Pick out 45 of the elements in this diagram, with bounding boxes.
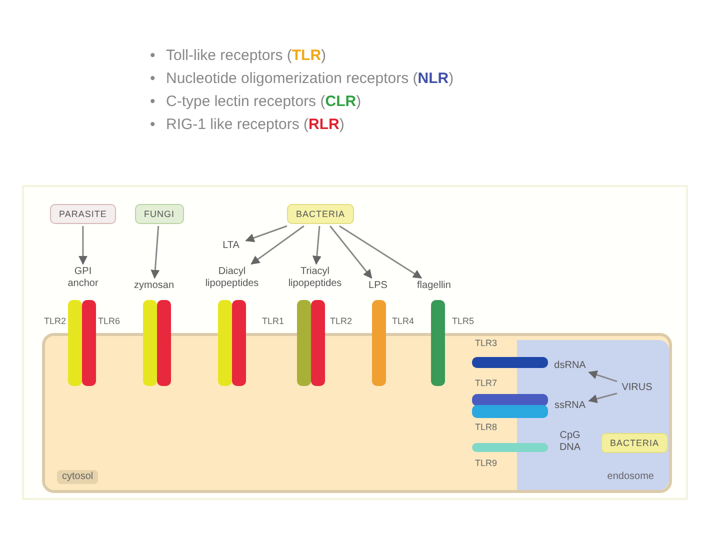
receptor-label: TLR8 bbox=[475, 422, 498, 432]
arrow bbox=[245, 225, 288, 242]
pathogen-box: BACTERIA bbox=[287, 204, 354, 224]
ligand-label: ssRNA bbox=[554, 400, 586, 412]
ligand-label: dsRNA bbox=[554, 360, 586, 372]
bullet-marker: • bbox=[150, 115, 156, 135]
ligand-label: CpG DNA bbox=[558, 430, 582, 454]
arrow bbox=[250, 225, 304, 265]
arrow bbox=[588, 392, 618, 404]
arrow bbox=[150, 226, 160, 279]
receptor-label: TLR5 bbox=[452, 316, 474, 326]
bullet-item: Toll-like receptors (TLR) bbox=[166, 46, 328, 66]
ligand-label: VIRUS bbox=[622, 382, 652, 394]
endosome-region bbox=[517, 340, 669, 490]
arrow bbox=[339, 225, 422, 279]
pathogen-box: PARASITE bbox=[50, 204, 116, 224]
bullet-item: C-type lectin receptors (CLR) bbox=[166, 92, 362, 112]
pathogen-box: FUNGI bbox=[135, 204, 184, 224]
ligand-label: LPS bbox=[368, 280, 388, 292]
receptor-label: TLR3 bbox=[475, 338, 498, 348]
bullet-marker: • bbox=[150, 46, 156, 66]
region-label: endosome bbox=[606, 470, 655, 484]
pathogen-box: BACTERIA bbox=[601, 433, 668, 453]
receptor-label: TLR4 bbox=[392, 316, 414, 326]
receptor-label: TLR6 bbox=[98, 316, 120, 326]
ligand-label: zymosan bbox=[134, 280, 174, 292]
receptor-label: TLR2 bbox=[330, 316, 352, 326]
receptor-label: TLR2 bbox=[44, 316, 66, 326]
ligand-label: LTA bbox=[222, 240, 240, 252]
receptor-label: TLR1 bbox=[262, 316, 284, 326]
arrow bbox=[78, 226, 88, 265]
receptor-label: TLR7 bbox=[475, 378, 498, 388]
ligand-label: GPI anchor bbox=[66, 266, 100, 290]
bullet-marker: • bbox=[150, 92, 156, 112]
bullet-item: RIG-1 like receptors (RLR) bbox=[166, 115, 346, 135]
ligand-label: flagellin bbox=[417, 280, 451, 292]
receptor-label: TLR9 bbox=[475, 458, 498, 468]
bullet-item: Nucleotide oligomerization receptors (NLR) bbox=[166, 69, 454, 89]
arrow bbox=[588, 370, 618, 382]
arrow bbox=[312, 226, 322, 265]
ligand-label: Diacyl lipopeptides bbox=[204, 266, 260, 290]
bullet-marker: • bbox=[150, 69, 156, 89]
arrow bbox=[330, 226, 372, 279]
region-label: cytosol bbox=[57, 470, 98, 484]
ligand-label: Triacyl lipopeptides bbox=[287, 266, 343, 290]
